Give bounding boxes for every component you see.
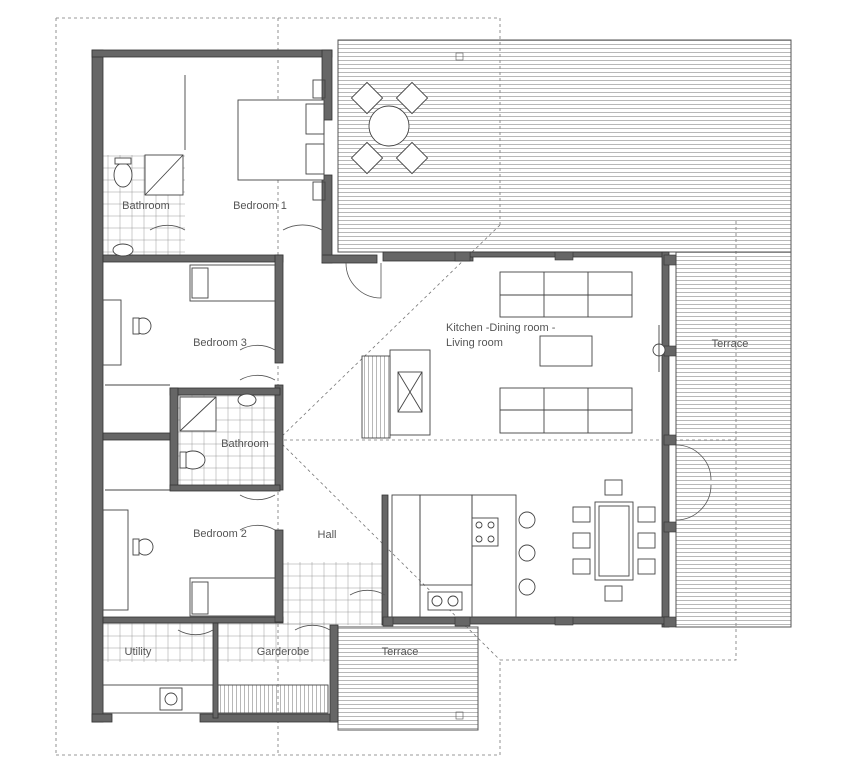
living-room-furniture [361,271,666,439]
bedroom-2-furniture [102,489,276,617]
label-garderobe: Garderobe [257,646,310,658]
label-bedroom-1: Bedroom 1 [233,200,287,212]
label-kitchen-line1: Kitchen -Dining room - [446,322,556,334]
bathroom-2-fixtures [179,393,257,470]
north-deck [337,39,792,253]
kitchen-furniture [391,494,536,618]
label-bedroom-2: Bedroom 2 [193,528,247,540]
south-terrace [337,626,479,731]
bedroom-3-furniture [102,264,276,386]
label-terrace-south: Terrace [382,646,419,658]
label-bathroom-1: Bathroom [122,200,170,212]
label-terrace-east: Terrace [712,338,749,350]
dining-set [572,479,656,602]
label-kitchen-line2: Living room [446,337,503,349]
label-bathroom-2: Bathroom [221,438,269,450]
label-utility: Utility [125,646,152,658]
room-labels: Bathroom Bedroom 1 Bedroom 3 Bathroom Be… [122,200,748,658]
label-hall: Hall [318,529,337,541]
bedroom-1-furniture [184,75,326,201]
utility-fixtures [102,684,329,714]
door-swings [149,224,712,636]
patio-dining-set [350,81,429,175]
bathroom-1-fixtures [112,154,184,257]
columns [382,52,677,720]
east-terrace [675,251,792,628]
label-bedroom-3: Bedroom 3 [193,337,247,349]
